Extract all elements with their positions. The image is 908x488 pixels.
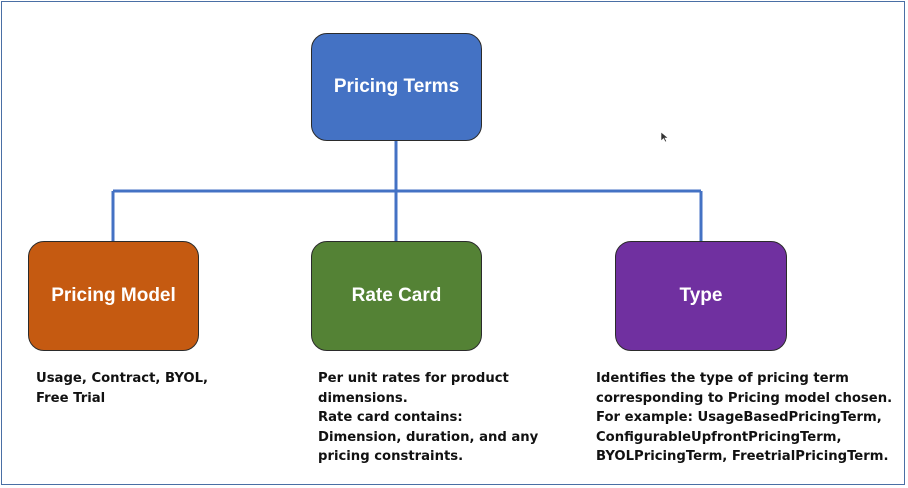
child-node-type[interactable]: Type	[615, 241, 787, 351]
root-node-label: Pricing Terms	[333, 76, 460, 97]
child-node-label-pricing-model: Pricing Model	[51, 285, 176, 306]
child-node-rate-card[interactable]: Rate Card	[311, 241, 482, 351]
description-rate-card: Per unit rates for product dimensions. R…	[318, 371, 539, 464]
mouse-pointer-icon	[660, 131, 670, 143]
root-node-pricing-terms[interactable]: Pricing Terms	[311, 33, 482, 141]
description-pricing-model: Usage, Contract, BYOL, Free Trial	[36, 371, 209, 406]
child-node-pricing-model[interactable]: Pricing Model	[28, 241, 199, 351]
child-node-label-type: Type	[679, 285, 723, 306]
child-node-label-rate-card: Rate Card	[351, 285, 442, 306]
description-type: Identifies the type of pricing term corr…	[596, 371, 893, 464]
